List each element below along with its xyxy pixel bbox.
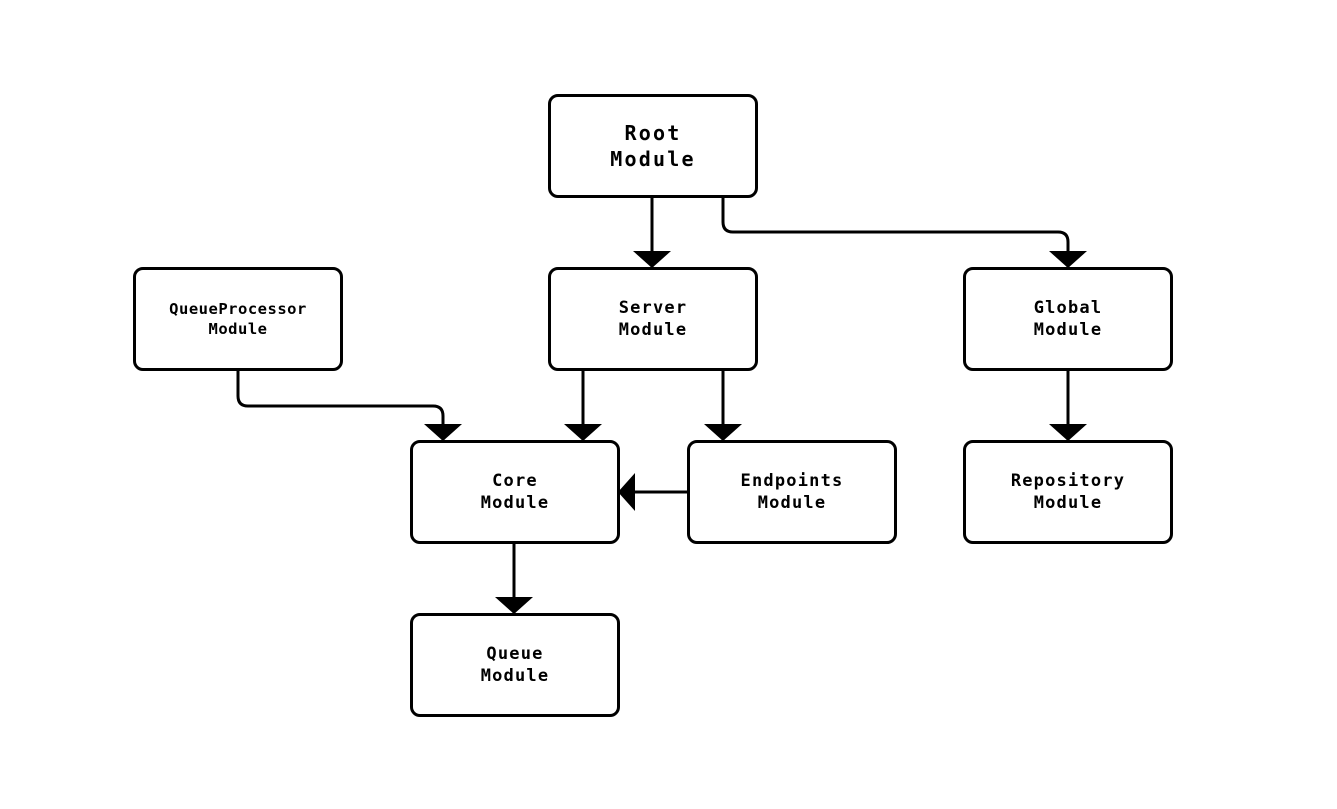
edge-root-to-global [721,197,1087,268]
node-queue-module: Queue Module [410,613,620,717]
node-endpoints-module: Endpoints Module [687,440,897,544]
node-core-module: Core Module [410,440,620,544]
edge-queueprocessor-to-core [236,370,462,441]
node-global-module: Global Module [963,267,1173,371]
node-repository-module: Repository Module [963,440,1173,544]
node-root-module: Root Module [548,94,758,198]
node-server-module: Server Module [548,267,758,371]
node-queueprocessor-module: QueueProcessor Module [133,267,343,371]
